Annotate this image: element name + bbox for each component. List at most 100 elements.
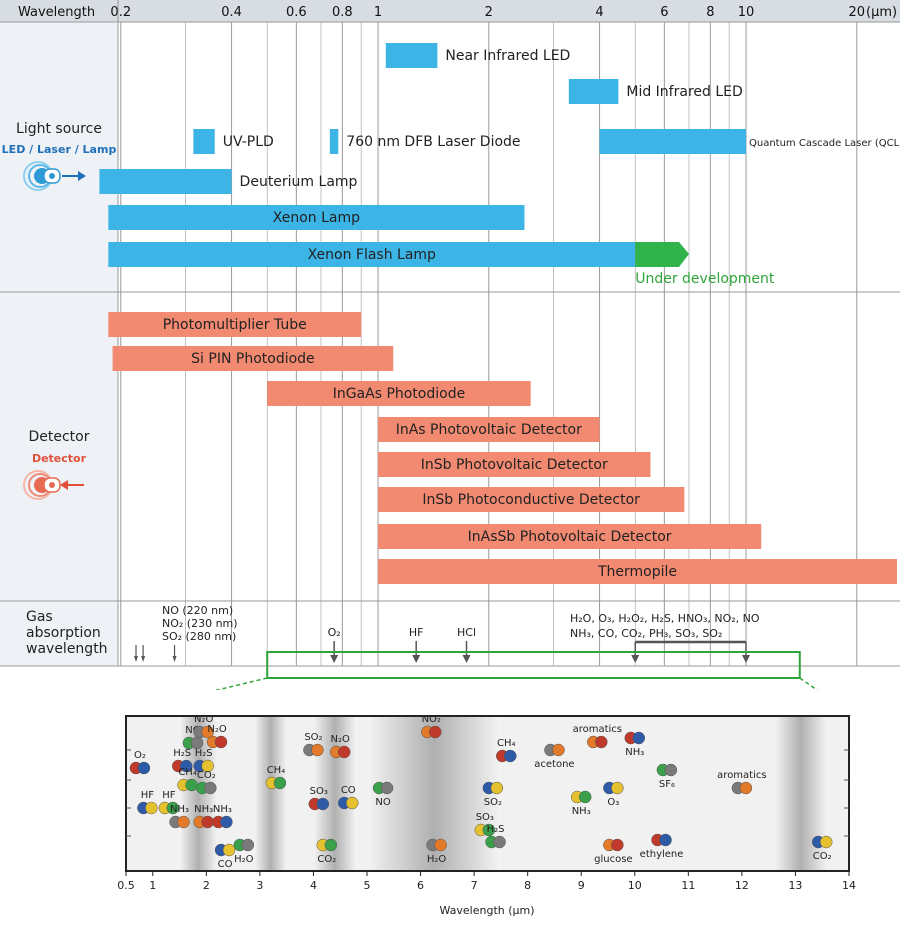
gas-mir-line1: H₂O, O₃, H₂O₂, H₂S, HNO₃, NO₂, NO [570,612,760,625]
x-tick-label: 6 [660,5,668,20]
light-source-label: 760 nm DFB Laser Diode [346,134,520,150]
x-tick-label: 20 [849,5,866,20]
molecule-atom [220,815,233,829]
molecule-x-tick-label: 0.5 [117,879,135,892]
molecule-atom [241,838,255,852]
molecule-label: SF₆ [659,779,675,790]
molecule: CO [214,843,236,870]
molecule: H₂S [171,748,193,773]
molecule-atom [611,781,624,795]
detector-bar [267,381,531,406]
molecule-x-tick-label: 14 [842,879,856,892]
molecule-atom [337,745,351,759]
x-tick-label: 0.6 [286,5,307,20]
light-source-bar [385,43,438,68]
molecule: N₂O [206,724,228,749]
zoom-range-box [266,651,801,679]
detector-bar [378,559,897,584]
gas-uv-label: NO₂ (230 nm) [162,617,238,630]
molecule-label: H₂S [173,748,191,759]
molecule-label: NO [185,725,200,736]
x-tick-label: 10 [738,5,755,20]
detector-label: InAs Photovoltaic Detector [396,422,582,438]
detector-label: Si PIN Photodiode [191,351,315,367]
light-source-title: Light source [16,121,102,137]
molecule-atom [664,763,678,777]
molecule-label: O₃ [607,797,619,808]
molecule-label: NO₂ [422,714,441,725]
molecule: O₃ [603,781,624,808]
molecule: NO [182,725,204,750]
molecule-label: CH₄ [267,765,286,776]
molecule: NH₃ [193,804,214,829]
molecule: NH₃ [212,804,233,829]
detector-subtitle: Detector [32,452,87,465]
molecule-atom [204,781,217,795]
molecule-label: NH₃ [194,804,213,815]
light-source-bar [108,205,525,230]
light-source-label: Deuterium Lamp [240,174,358,190]
molecule-atom [346,796,359,810]
molecule-atom [503,749,517,763]
molecule-atom [201,759,214,773]
molecule-label: CH₄ [178,767,197,778]
detector-label: InSb Photovoltaic Detector [421,457,608,473]
light-source-bar [568,79,619,104]
detector-bar [378,487,685,512]
molecule-label: O₂ [134,750,146,761]
molecule-x-tick-label: 8 [524,879,531,892]
x-tick-label: 0.2 [110,5,131,20]
molecule-atom [214,735,228,749]
molecule-label: N₂O [207,724,226,735]
molecule-label: SO₃ [476,812,494,823]
molecule: HF [158,790,180,815]
molecule-label: NH₃ [170,804,189,815]
molecule-x-tick-label: 1 [149,879,156,892]
gas-mir-line2: NH₃, CO, CO₂, PH₃, SO₃, SO₂ [570,627,722,640]
molecule-label: SO₂ [484,797,502,808]
detector-label: InGaAs Photodiode [333,386,466,402]
molecule-label: H₂S [487,824,505,835]
header-unit: (μm) [866,5,897,20]
light-source-label: UV-PLD [223,134,274,150]
molecule-x-tick-label: 4 [310,879,317,892]
molecule-atom [429,725,442,739]
molecule-label: NH₃ [572,806,591,817]
molecule: HF [137,790,158,815]
light-source-subtitle: LED / Laser / Lamp [2,143,117,156]
molecule: O₂ [129,750,151,775]
molecule: SO₂ [303,732,324,757]
molecule-label: SO₃ [310,786,328,797]
molecule: CH₄ [265,765,287,790]
light-source-bar [599,129,746,154]
molecule-atom [632,731,646,745]
molecule-atom [179,759,193,773]
gas-uv-arrowhead [172,656,177,662]
header-left-label: Wavelength [18,5,95,20]
molecule-atom [490,781,504,795]
molecule-atom [311,743,324,757]
molecule-atom [434,838,447,852]
light-source-label: Mid Infrared LED [626,84,742,100]
molecule-label: N₂O [331,734,350,745]
light-source-label: Xenon Lamp [273,210,360,226]
light-source-bar [108,242,636,267]
molecule: CO₂ [316,838,338,865]
x-tick-label: 8 [706,5,714,20]
molecule-atom [137,761,151,775]
molecule-plot-ticks [125,749,850,876]
molecule-label: H₂S [195,748,213,759]
molecule: SO₂ [482,781,504,808]
under-development-arrow [635,242,689,267]
molecule-label: NH₃ [213,804,232,815]
molecule-label: NH₃ [625,747,644,758]
detector-bar [378,524,762,549]
molecule-label: aromatics [717,770,766,781]
molecule-atom [578,790,592,804]
molecule: N₂O [193,714,214,739]
molecule-x-tick-label: 5 [364,879,371,892]
